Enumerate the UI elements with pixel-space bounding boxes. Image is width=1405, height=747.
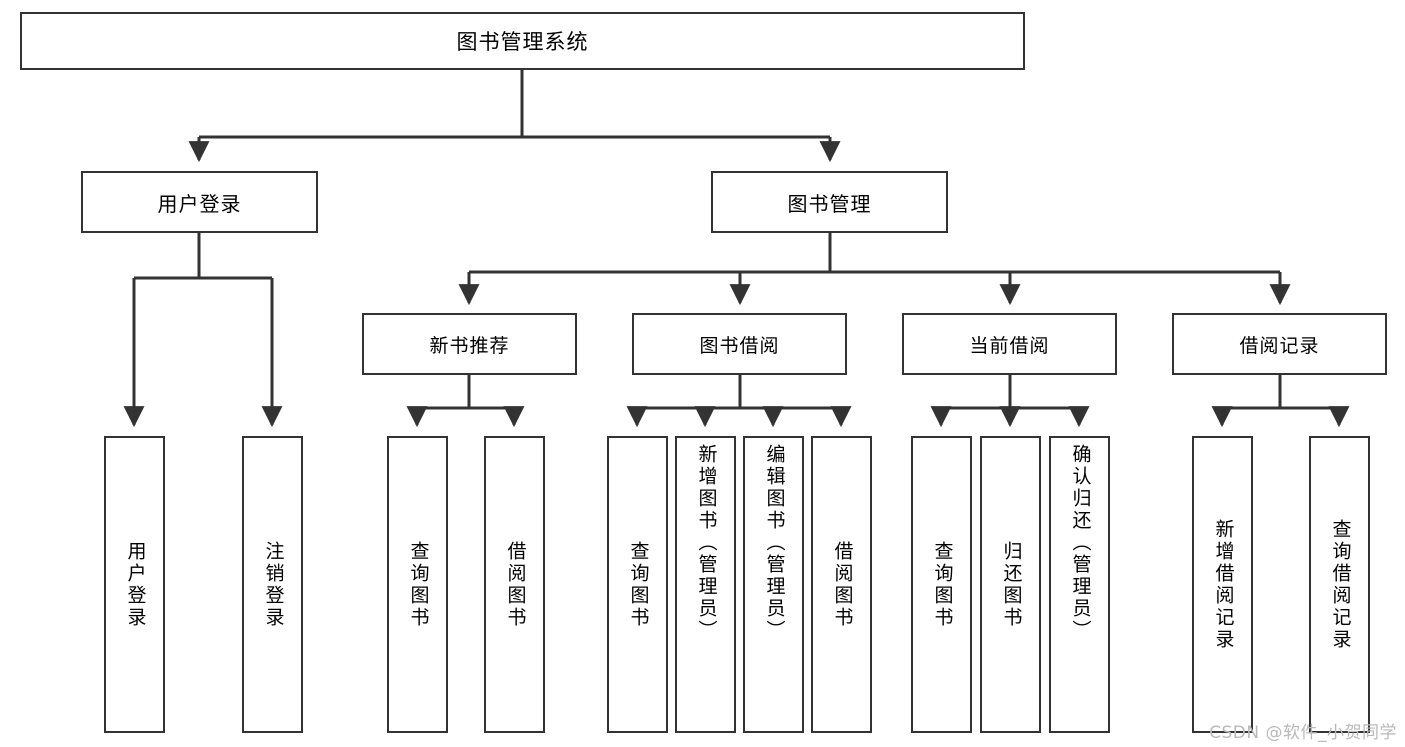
node-label: 新增借阅记录 <box>1212 518 1235 651</box>
leaf-current-borrow-return[interactable]: 归还图书 <box>980 436 1041 733</box>
leaf-book-borrow-edit[interactable]: 编辑图书（管理员） <box>743 436 804 733</box>
node-label: 用户登录 <box>124 540 147 629</box>
leaf-current-borrow-query[interactable]: 查询图书 <box>911 436 972 733</box>
node-label: 新书推荐 <box>429 334 510 357</box>
leaf-user-login-logout[interactable]: 注销登录 <box>242 436 303 733</box>
node-book-management[interactable]: 图书管理 <box>711 171 948 233</box>
node-label: 确认归还（管理员） <box>1069 444 1092 642</box>
node-label: 查询图书 <box>931 540 954 629</box>
node-label: 查询图书 <box>627 540 650 629</box>
node-label: 借阅图书 <box>504 540 527 629</box>
node-current-borrow[interactable]: 当前借阅 <box>902 313 1117 375</box>
node-label: 归还图书 <box>1000 540 1023 629</box>
node-label: 图书借阅 <box>699 334 780 357</box>
node-user-login[interactable]: 用户登录 <box>81 171 318 233</box>
node-label: 新增图书（管理员） <box>695 444 718 642</box>
leaf-user-login-login[interactable]: 用户登录 <box>104 436 165 733</box>
leaf-current-borrow-confirm-return[interactable]: 确认归还（管理员） <box>1049 436 1110 733</box>
node-root-system[interactable]: 图书管理系统 <box>20 12 1025 70</box>
node-label: 图书管理 <box>787 191 872 216</box>
node-book-borrow[interactable]: 图书借阅 <box>632 313 847 375</box>
node-label: 查询借阅记录 <box>1329 518 1352 651</box>
leaf-new-book-borrow[interactable]: 借阅图书 <box>484 436 545 733</box>
leaf-new-book-query[interactable]: 查询图书 <box>387 436 448 733</box>
node-label: 用户登录 <box>157 191 242 216</box>
node-label: 借阅记录 <box>1239 334 1320 357</box>
leaf-book-borrow-add[interactable]: 新增图书（管理员） <box>675 436 736 733</box>
leaf-book-borrow-query[interactable]: 查询图书 <box>607 436 668 733</box>
node-label: 图书管理系统 <box>456 30 589 54</box>
leaf-borrow-record-query[interactable]: 查询借阅记录 <box>1309 436 1370 733</box>
node-label: 查询图书 <box>407 540 430 629</box>
node-label: 借阅图书 <box>831 540 854 629</box>
leaf-book-borrow-borrow[interactable]: 借阅图书 <box>811 436 872 733</box>
node-new-book-recommend[interactable]: 新书推荐 <box>362 313 577 375</box>
node-label: 当前借阅 <box>969 334 1050 357</box>
node-borrow-record[interactable]: 借阅记录 <box>1172 313 1387 375</box>
node-label: 注销登录 <box>262 540 285 629</box>
node-label: 编辑图书（管理员） <box>763 444 786 642</box>
leaf-borrow-record-add[interactable]: 新增借阅记录 <box>1192 436 1253 733</box>
